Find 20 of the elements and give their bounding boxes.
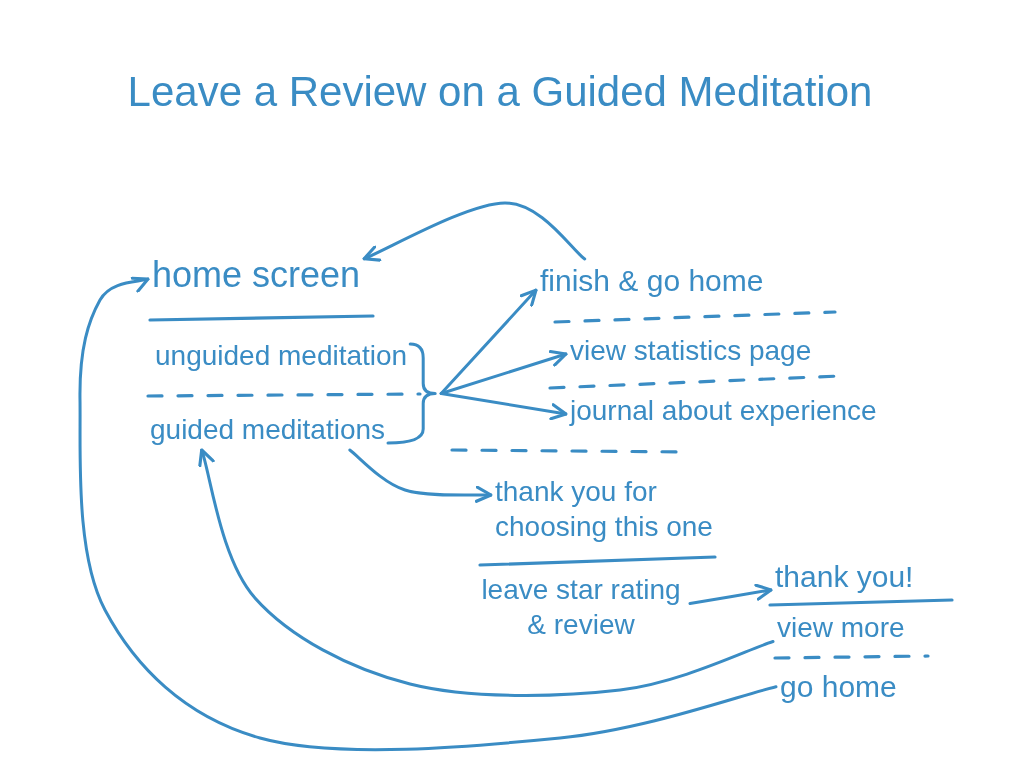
arrow <box>439 288 538 395</box>
screen-heading: home screen <box>152 252 361 297</box>
menu-option: go home <box>780 668 897 706</box>
grouping-brace <box>386 342 437 445</box>
menu-option: view more <box>777 610 905 645</box>
menu-option: leave star rating & review <box>476 572 686 642</box>
diagram-title: Leave a Review on a Guided Meditation <box>126 67 874 117</box>
menu-option: view statistics page <box>570 333 812 368</box>
arrow <box>439 392 568 421</box>
screen-heading: thank you! <box>775 558 914 596</box>
curved-arrow <box>78 274 778 752</box>
curved-arrow <box>362 201 587 262</box>
curved-arrow <box>197 448 775 697</box>
curved-arrow <box>348 448 493 504</box>
menu-option: unguided meditation <box>155 338 408 373</box>
arrow <box>688 583 773 605</box>
menu-option: finish & go home <box>540 262 764 300</box>
screen-heading: thank you for choosing this one <box>495 474 727 544</box>
menu-option: guided meditations <box>150 412 386 447</box>
menu-option: journal about experience <box>570 393 877 428</box>
